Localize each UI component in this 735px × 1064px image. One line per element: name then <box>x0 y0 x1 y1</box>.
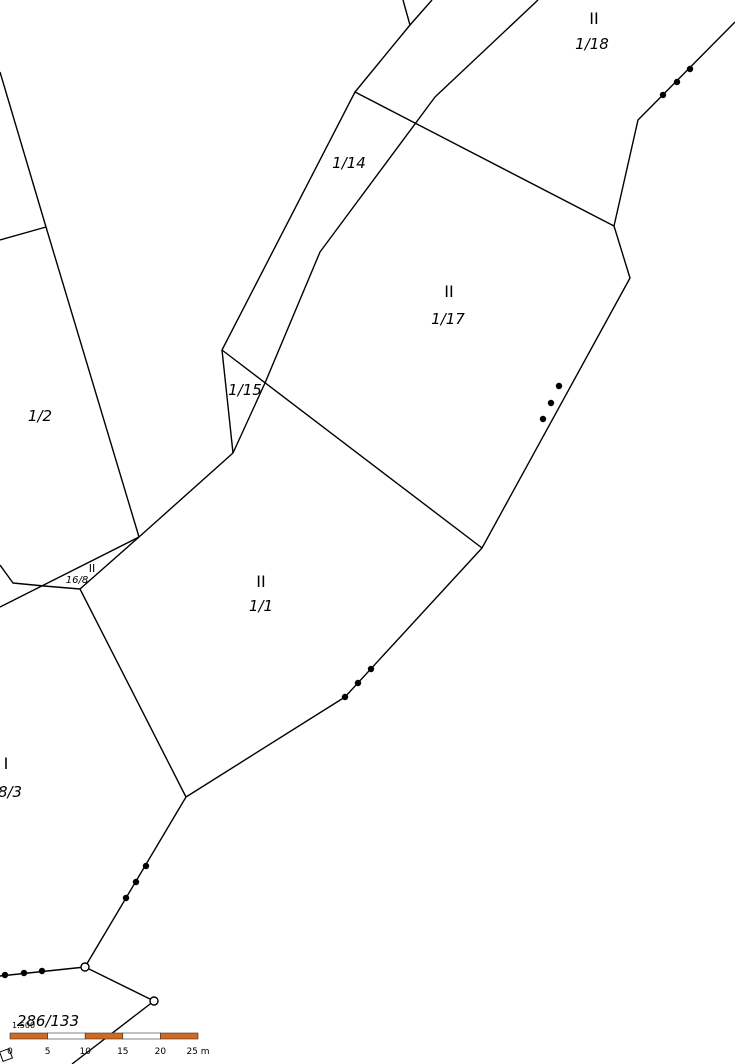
scale-tick-label: 25 m <box>186 1047 209 1057</box>
parcel-boundary-1-14-north <box>354 91 615 227</box>
survey-point-marker <box>149 996 159 1006</box>
survey-point-marker <box>80 962 90 972</box>
parcel-1-2-number: 1/2 <box>28 407 52 425</box>
parcel-labels: II 1/18 1/14 II 1/17 1/15 1/2 II 1/1 II … <box>0 9 609 1030</box>
parcel-boundary-1-18-west <box>402 0 411 26</box>
boundary-marker <box>354 679 362 687</box>
scale-segment <box>160 1032 199 1040</box>
parcel-1-14-number: 1/14 <box>332 154 366 172</box>
parcel-1-17-class: II <box>444 282 453 301</box>
boundary-marker <box>142 862 150 870</box>
parcel-boundary-1-14-inner <box>232 0 539 454</box>
scale-tick-label: 5 <box>45 1047 51 1057</box>
boundary-marker <box>686 65 694 73</box>
scale-tick-label: 20 <box>155 1047 167 1057</box>
boundary-marker <box>555 382 563 390</box>
boundary-marker <box>539 415 547 423</box>
boundary-marker <box>1 971 9 979</box>
scale-segment <box>47 1032 86 1040</box>
scale-ratio: 1:500 <box>12 1021 35 1030</box>
parcel-boundary-1-2-north <box>0 226 47 241</box>
boundary-marker <box>341 693 349 701</box>
boundary-marker <box>38 967 46 975</box>
parcel-boundary-1-2-south <box>0 564 81 590</box>
parcel-boundary-1-2-east <box>0 71 140 538</box>
boundary-marker <box>659 91 667 99</box>
parcel-16-8-number: 16/8 <box>66 575 88 586</box>
scale-segment <box>84 1032 124 1040</box>
boundary-marker <box>547 399 555 407</box>
parcel-boundary-1-1-west <box>79 452 234 798</box>
parcel-16-8-class: II <box>89 562 96 575</box>
parcel-boundary-1-1-east <box>185 547 483 798</box>
parcel-1-15-number: 1/15 <box>228 381 262 399</box>
scale-bar: 1:500 0 5 10 15 20 25 m <box>7 1021 209 1057</box>
boundary-markers <box>1 65 694 1006</box>
parcel-1-1-number: 1/1 <box>249 597 273 615</box>
boundary-marker <box>673 78 681 86</box>
parcel-boundary-1-15-south <box>221 349 483 549</box>
scale-segment <box>122 1032 161 1040</box>
parcel-boundary-1-17-east <box>481 21 735 549</box>
boundary-marker <box>122 894 130 902</box>
boundary-marker <box>367 665 375 673</box>
parcel-286-133-number: 286/133 <box>17 1012 79 1030</box>
scale-tick-label: 0 <box>7 1047 13 1057</box>
parcel-8-3-number: 8/3 <box>0 783 22 801</box>
boundary-marker <box>20 969 28 977</box>
parcel-1-18-class: II <box>589 9 598 28</box>
parcel-1-17-number: 1/17 <box>431 310 465 328</box>
survey-mark-square <box>0 1047 14 1063</box>
boundary-marker <box>132 878 140 886</box>
parcel-1-1-class: II <box>256 572 265 591</box>
parcel-boundary-16-8-north <box>0 536 140 608</box>
parcel-8-3-class: I <box>4 754 9 773</box>
scale-tick-label: 15 <box>117 1047 128 1057</box>
parcel-1-18-number: 1/18 <box>575 35 609 53</box>
scale-tick-label: 10 <box>79 1047 91 1057</box>
scale-segment <box>9 1032 48 1040</box>
